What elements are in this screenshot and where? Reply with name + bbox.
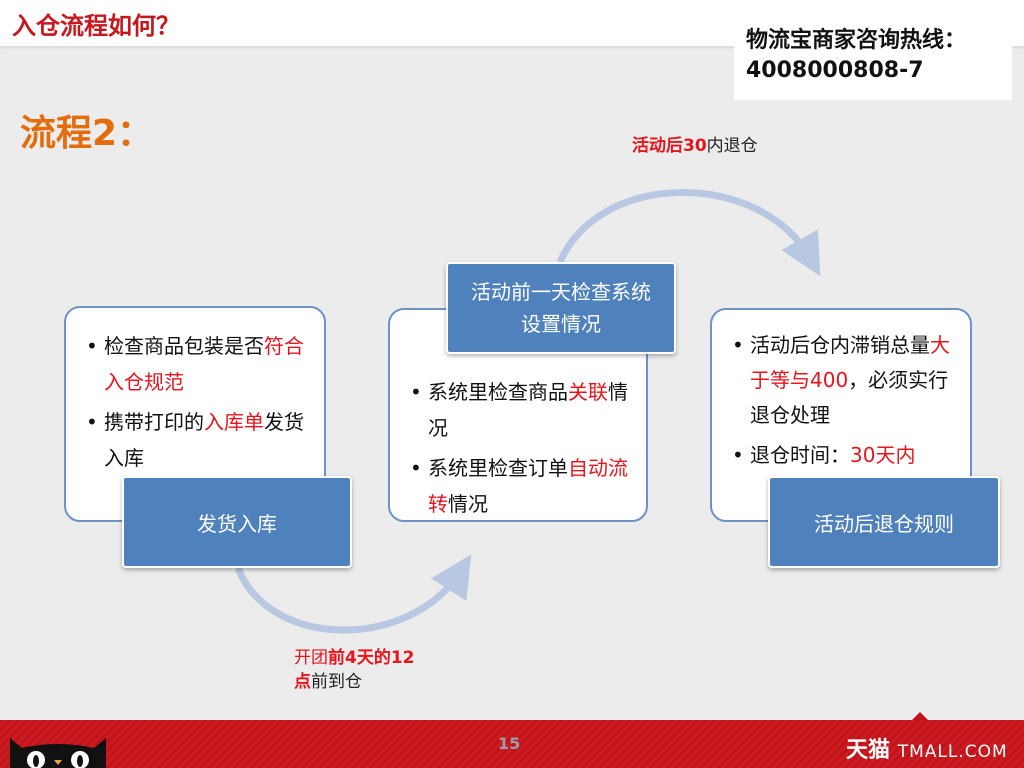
note-bottom-highlight2: 点 — [294, 672, 311, 692]
card-system-check-bullets: 系统里检查商品关联情况 系统里检查订单自动流转情况 — [408, 374, 636, 522]
label-return-rules: 活动后退仓规则 — [768, 476, 1000, 568]
bullet-item: 系统里检查订单自动流转情况 — [408, 450, 636, 522]
bullet-item: 检查商品包装是否符合入仓规范 — [84, 328, 312, 400]
bullet-text: 检查商品包装是否 — [104, 334, 264, 358]
flow-title: 流程2： — [20, 113, 154, 154]
label-system-check-line1: 活动前一天检查系统 — [471, 280, 651, 304]
card-shipping: 检查商品包装是否符合入仓规范 携带打印的入库单发货入库 — [64, 306, 326, 522]
note-bottom-plain: 开团 — [294, 648, 328, 668]
hotline-label: 物流宝商家咨询热线： — [746, 28, 967, 53]
bullet-text: 系统里检查商品 — [428, 380, 568, 404]
label-system-check-line2: 设置情况 — [521, 312, 601, 336]
bullet-item: 退仓时间：30天内 — [730, 437, 958, 473]
bullet-text: 发货入库 — [104, 410, 304, 470]
label-return-rules-text: 活动后退仓规则 — [814, 511, 954, 536]
hotline-number: 4008000808-7 — [746, 58, 924, 83]
bullet-highlight: 符合入仓规范 — [104, 334, 304, 394]
label-system-check: 活动前一天检查系统 设置情况 — [446, 262, 676, 354]
bottom-curved-arrow — [234, 554, 472, 634]
bullet-highlight: 大于等与400 — [750, 333, 950, 392]
brand-cn: 天猫 — [846, 738, 891, 763]
note-bottom-rest: 前到仓 — [311, 672, 362, 692]
note-top-highlight: 活动后30 — [632, 136, 707, 156]
tmall-cat-icon — [10, 738, 106, 768]
bullet-text: 系统里检查订单 — [428, 456, 568, 480]
bullet-highlight: 自动流转 — [428, 456, 628, 516]
bullet-item: 携带打印的入库单发货入库 — [84, 404, 312, 476]
bullet-item: 活动后仓内滞销总量大于等与400，必须实行退仓处理 — [730, 328, 958, 433]
bullet-text: ，必须实行退仓处理 — [750, 368, 949, 427]
label-shipping-text: 发货入库 — [197, 511, 277, 536]
page-number: 15 — [498, 734, 521, 753]
note-bottom: 开团前4天的12 点前到仓 — [294, 646, 415, 694]
bullet-highlight: 入库单 — [204, 410, 264, 434]
note-bottom-highlight: 前4天的12 — [328, 648, 415, 668]
card-shipping-bullets: 检查商品包装是否符合入仓规范 携带打印的入库单发货入库 — [84, 328, 312, 476]
footer-notch — [912, 712, 928, 720]
page-title: 入仓流程如何？ — [12, 12, 180, 40]
bullet-text: 情况 — [428, 380, 628, 440]
bullet-text: 情况 — [448, 492, 488, 516]
note-top-rest: 内退仓 — [706, 136, 758, 156]
bullet-text: 携带打印的 — [104, 410, 204, 434]
top-curved-arrow — [556, 189, 821, 277]
bullet-text: 活动后仓内滞销总量 — [750, 333, 930, 357]
note-top: 活动后30内退仓 — [632, 134, 758, 158]
label-shipping: 发货入库 — [122, 476, 352, 568]
bullet-item: 系统里检查商品关联情况 — [408, 374, 636, 446]
brand-en: TMALL.COM — [897, 742, 1008, 762]
bullet-highlight: 30天内 — [850, 443, 916, 467]
hotline-box: 物流宝商家咨询热线： 4008000808-7 — [734, 12, 1012, 100]
tmall-logo: 天猫 TMALL.COM — [846, 732, 1008, 764]
card-return-rules-bullets: 活动后仓内滞销总量大于等与400，必须实行退仓处理 退仓时间：30天内 — [730, 328, 958, 473]
bullet-text: 退仓时间： — [750, 443, 850, 467]
bullet-highlight: 关联 — [568, 380, 608, 404]
footer-bar — [0, 720, 1024, 768]
